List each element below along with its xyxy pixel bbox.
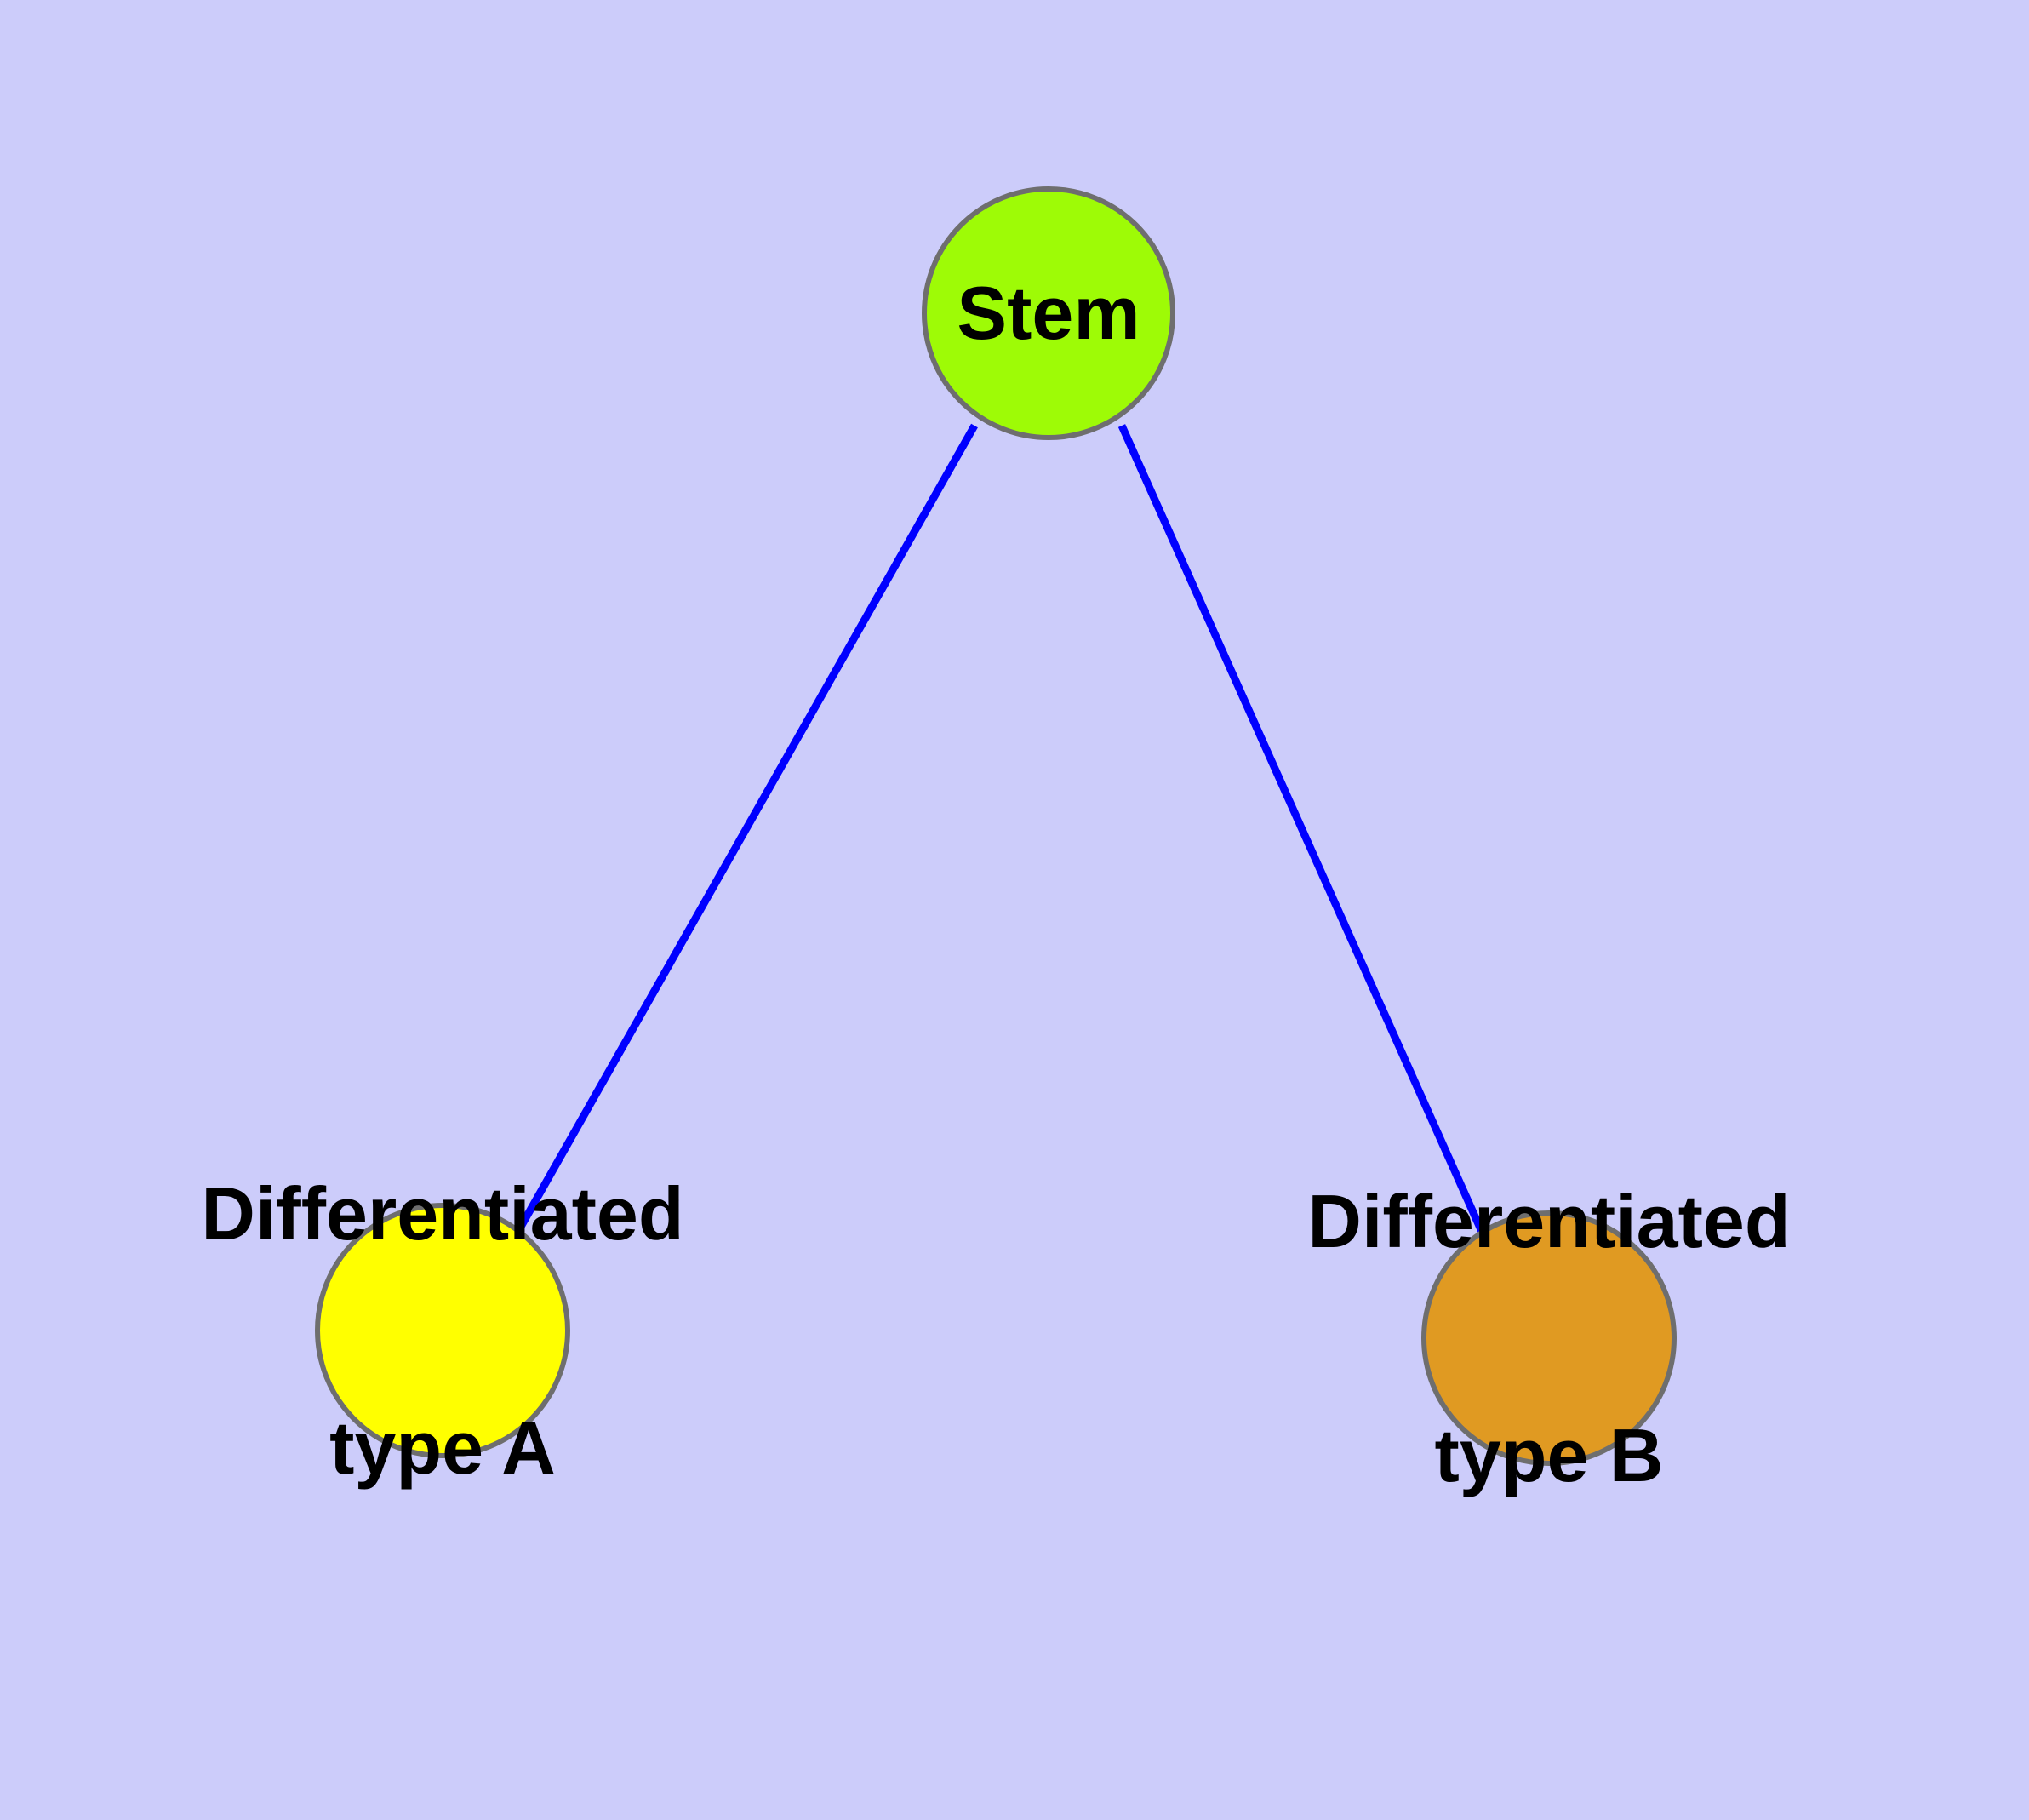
edge-stem-to-differentiated-b[interactable] [1117, 424, 1487, 1235]
edge-stem-to-differentiated-a[interactable] [517, 423, 978, 1229]
node-layer [315, 186, 1677, 1466]
edge-layer [517, 423, 1487, 1235]
node-stem[interactable] [922, 186, 1175, 440]
node-differentiated-type-b[interactable] [1421, 1210, 1677, 1466]
node-differentiated-type-a[interactable] [315, 1203, 570, 1458]
